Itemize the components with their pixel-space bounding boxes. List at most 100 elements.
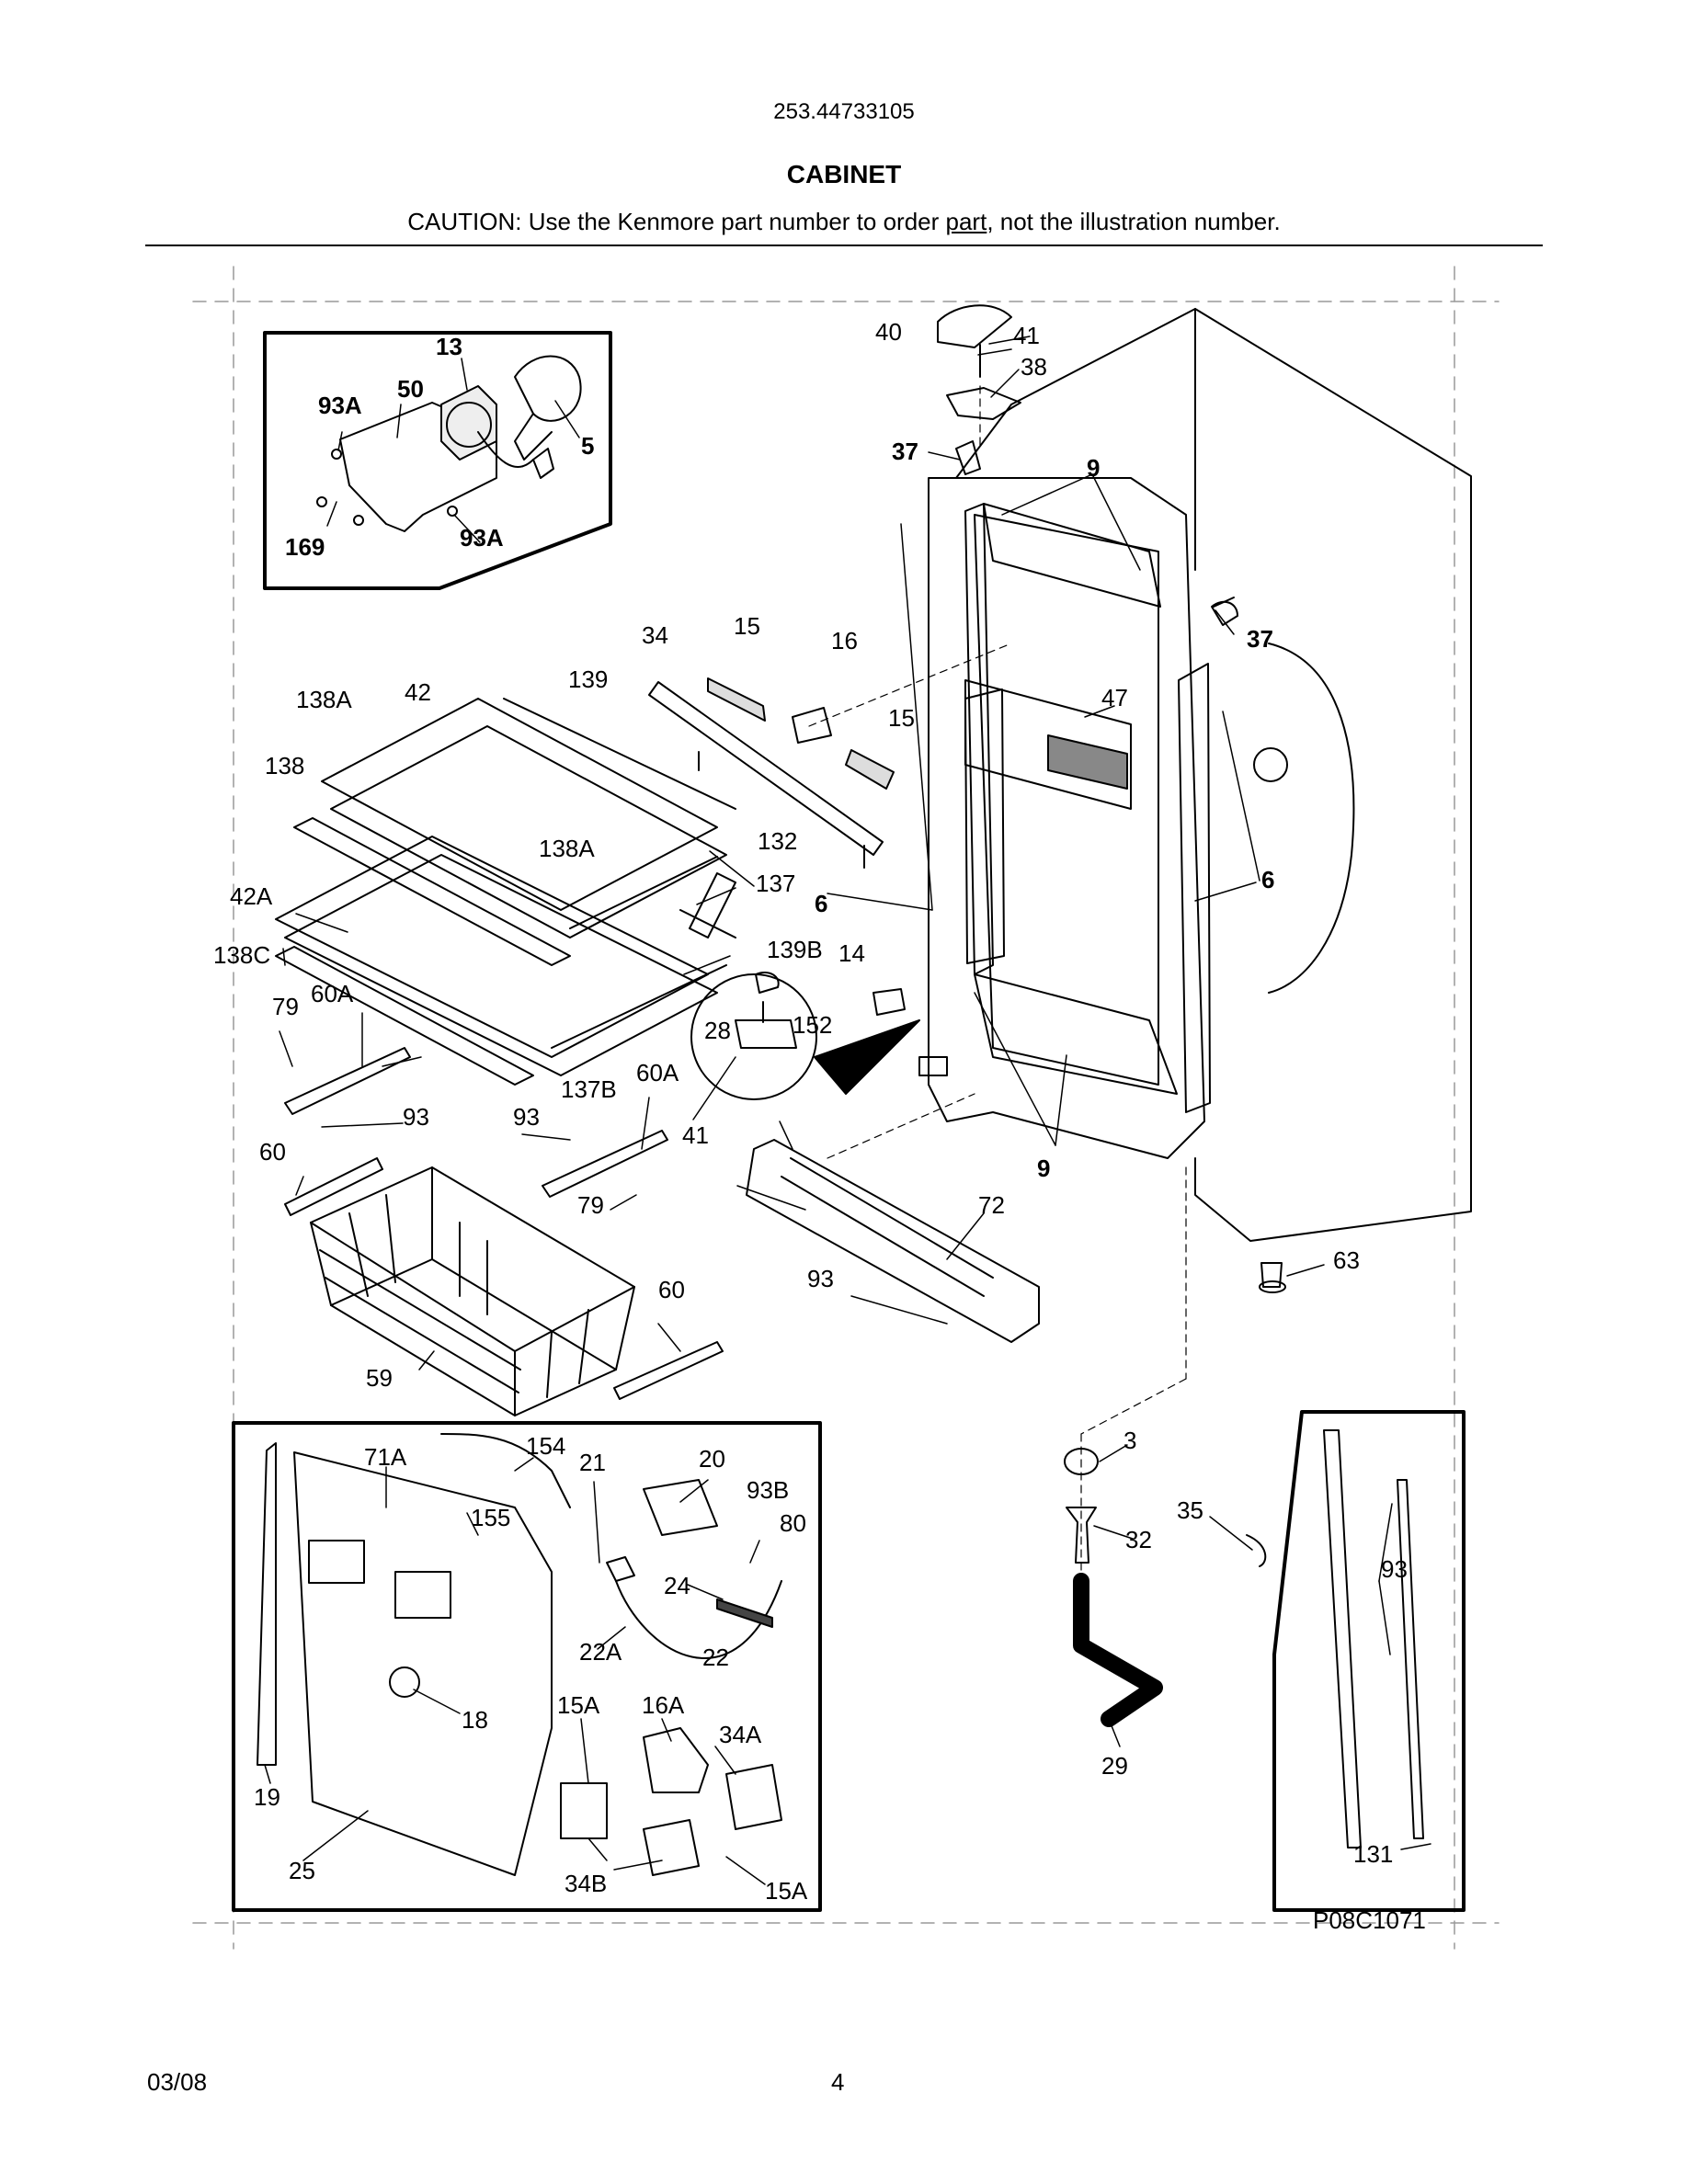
page-number: 4 <box>831 2068 845 2096</box>
callout-9: 9 <box>1087 454 1100 482</box>
callout-13: 13 <box>436 333 462 360</box>
callout-155: 155 <box>471 1504 510 1531</box>
callout-42: 42 <box>405 678 431 706</box>
caution-prefix: CAUTION: Use the Kenmore part number to … <box>407 208 946 235</box>
callout-139b: 139B <box>767 936 823 963</box>
callout-16: 16 <box>831 627 858 654</box>
callout-labels: 13 93A 50 5 169 93A 40 41 38 37 9 37 34 … <box>213 318 1426 1934</box>
leader-lines <box>264 336 1431 1885</box>
figure-code: P08C1071 <box>1313 1906 1426 1934</box>
callout-60: 60 <box>259 1138 286 1166</box>
callout-6: 6 <box>815 890 827 917</box>
callout-28: 28 <box>704 1017 731 1044</box>
callout-3: 3 <box>1123 1427 1136 1454</box>
callout-72: 72 <box>978 1191 1005 1219</box>
callout-21: 21 <box>579 1449 606 1476</box>
callout-71a: 71A <box>364 1443 407 1471</box>
callout-154: 154 <box>526 1432 565 1460</box>
callout-38: 38 <box>1021 353 1047 381</box>
callout-93: 93 <box>807 1265 834 1292</box>
section-title: CABINET <box>786 160 902 188</box>
callout-93: 93 <box>1381 1555 1408 1583</box>
light-bar-assembly <box>648 677 895 869</box>
callout-14: 14 <box>838 939 865 967</box>
callout-138a: 138A <box>539 835 595 862</box>
control-panel-inset <box>232 1421 822 1912</box>
callout-20: 20 <box>699 1445 725 1473</box>
air-grille <box>964 679 1132 810</box>
callout-93a: 93A <box>318 392 362 419</box>
callout-138a: 138A <box>296 686 352 713</box>
callout-15a: 15A <box>765 1877 808 1905</box>
caution-part-word: part <box>945 208 987 235</box>
diagram-boundary <box>192 266 1500 1950</box>
callout-37: 37 <box>892 438 918 465</box>
callout-138: 138 <box>265 752 304 779</box>
callout-15: 15 <box>734 612 760 640</box>
callout-9: 9 <box>1037 1155 1050 1182</box>
callout-47: 47 <box>1101 684 1128 711</box>
callout-34b: 34B <box>565 1870 607 1897</box>
shelf-rail-inset <box>1272 1410 1466 1912</box>
callout-41: 41 <box>682 1121 709 1149</box>
top-hinge <box>937 304 1238 626</box>
callout-22a: 22A <box>579 1638 622 1666</box>
callout-93a: 93A <box>460 524 504 552</box>
callout-18: 18 <box>462 1706 488 1734</box>
callout-80: 80 <box>780 1509 806 1537</box>
callout-93b: 93B <box>747 1476 789 1504</box>
callout-40: 40 <box>875 318 902 346</box>
callout-42a: 42A <box>230 882 273 910</box>
fan-assembly-inset <box>263 331 612 590</box>
callout-34: 34 <box>642 621 668 649</box>
callout-50: 50 <box>397 375 424 403</box>
callout-34a: 34A <box>719 1721 762 1748</box>
callout-63: 63 <box>1333 1246 1360 1274</box>
drain-parts <box>1064 1448 1267 1727</box>
callout-152: 152 <box>793 1011 832 1039</box>
callout-139: 139 <box>568 665 608 693</box>
callout-37: 37 <box>1247 625 1273 653</box>
callout-169: 169 <box>285 533 325 561</box>
callout-6: 6 <box>1261 866 1274 893</box>
callout-24: 24 <box>664 1572 690 1599</box>
callout-138c: 138C <box>213 941 270 969</box>
caution-suffix: , not the illustration number. <box>987 208 1281 235</box>
callout-16a: 16A <box>642 1691 685 1719</box>
wire-basket <box>310 1166 635 1416</box>
callout-22: 22 <box>702 1644 729 1671</box>
callout-32: 32 <box>1125 1526 1152 1553</box>
callout-93: 93 <box>403 1103 429 1131</box>
callout-132: 132 <box>758 827 797 855</box>
callout-59: 59 <box>366 1364 393 1392</box>
leveling-leg <box>1259 1262 1286 1293</box>
callout-15: 15 <box>888 704 915 732</box>
header-rule <box>145 245 1543 246</box>
kick-plate-grille <box>746 1139 1040 1343</box>
callout-60a: 60A <box>636 1059 679 1086</box>
model-number: 253.44733105 <box>773 99 915 124</box>
bottom-hinge-detail <box>690 971 948 1100</box>
callout-19: 19 <box>254 1783 280 1811</box>
callout-137: 137 <box>756 870 795 897</box>
callout-131: 131 <box>1353 1840 1393 1868</box>
caution-note: CAUTION: Use the Kenmore part number to … <box>0 208 1688 236</box>
assembly-guides <box>808 385 1187 1582</box>
callout-79: 79 <box>577 1191 604 1219</box>
callout-35: 35 <box>1177 1496 1203 1524</box>
callout-5: 5 <box>581 432 594 460</box>
callout-60: 60 <box>658 1276 685 1303</box>
callout-25: 25 <box>289 1857 315 1884</box>
callout-79: 79 <box>272 993 299 1020</box>
callout-29: 29 <box>1101 1752 1128 1780</box>
shelf-assembly <box>275 698 736 1086</box>
callout-93: 93 <box>513 1103 540 1131</box>
freezer-cabinet <box>928 308 1472 1242</box>
callout-41: 41 <box>1013 322 1040 349</box>
drawer-slides <box>284 1047 724 1400</box>
callout-15a: 15A <box>557 1691 600 1719</box>
revision-date: 03/08 <box>147 2068 208 2096</box>
callout-60a: 60A <box>311 980 354 1007</box>
callout-137b: 137B <box>561 1075 617 1103</box>
